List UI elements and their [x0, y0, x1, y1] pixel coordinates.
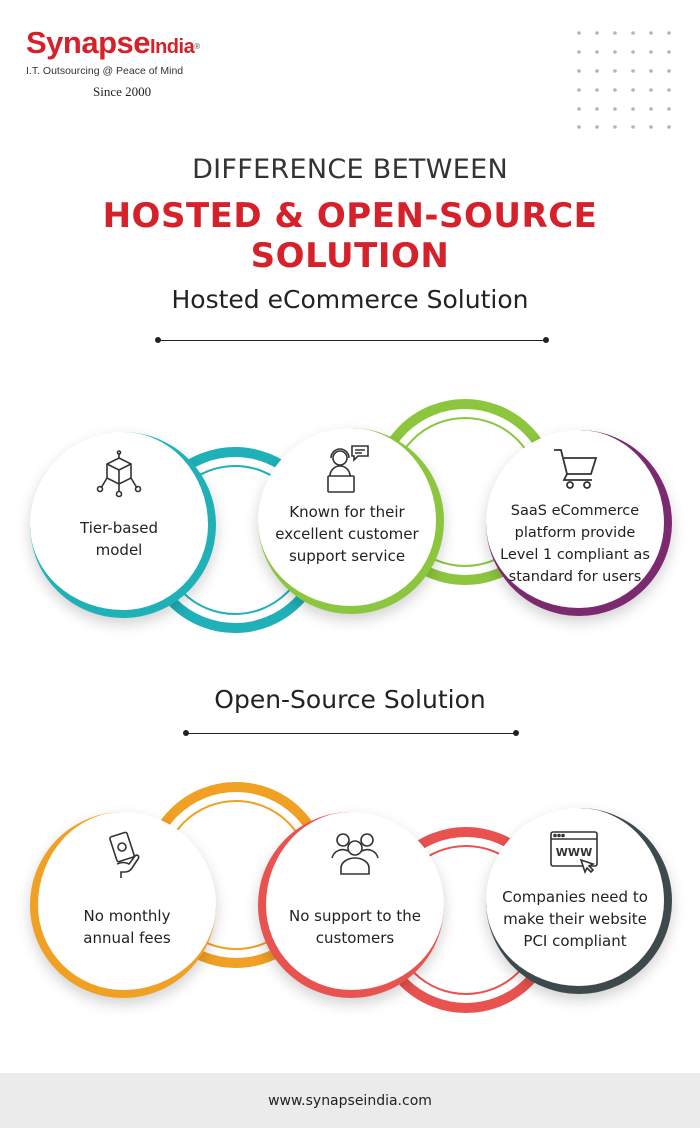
logo-wordmark: SynapseIndia® [26, 25, 200, 60]
shopping-cart-icon [554, 449, 598, 489]
www-browser-icon: WWW [550, 831, 598, 874]
open-source-section-divider [183, 730, 519, 736]
open-source-section-title: Open-Source Solution [214, 685, 486, 714]
svg-text:WWW: WWW [556, 846, 592, 859]
footer-website-link[interactable]: www.synapseindia.com [268, 1093, 432, 1109]
hosted-section-title: Hosted eCommerce Solution [171, 285, 529, 314]
support-agent-icon [327, 445, 369, 493]
page-title-line-2: HOSTED & OPEN-SOURCE SOLUTION [102, 196, 598, 276]
dot-grid-decoration [577, 31, 671, 129]
logo-tagline: I.T. Outsourcing @ Peace of Mind [26, 65, 184, 77]
footer-bar: www.synapseindia.com [0, 1073, 700, 1128]
cube-network-icon [96, 450, 142, 498]
money-hand-icon [109, 831, 140, 878]
people-group-icon [331, 833, 379, 875]
logo-since: Since 2000 [93, 84, 152, 99]
brand-logo[interactable]: SynapseIndia® I.T. Outsourcing @ Peace o… [26, 25, 246, 100]
page-title-line-1: DIFFERENCE BETWEEN [192, 154, 508, 185]
hosted-section-divider [155, 337, 549, 343]
